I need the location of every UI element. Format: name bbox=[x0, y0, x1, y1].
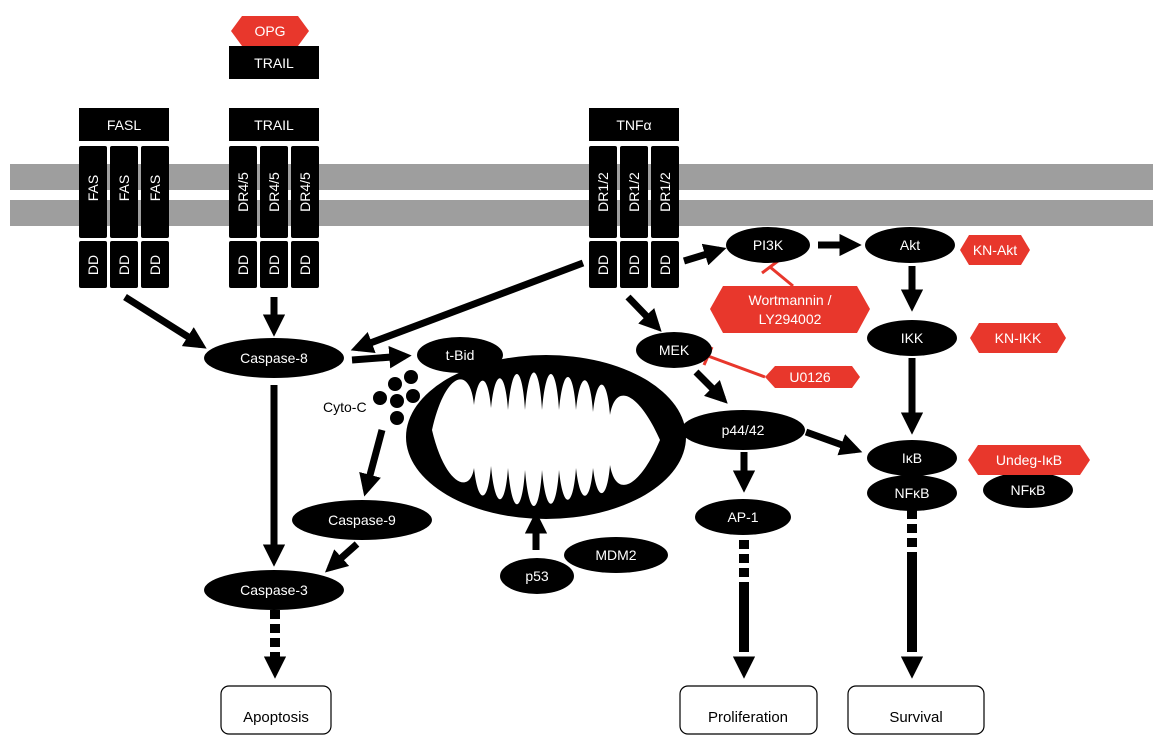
kn-akt-inhibitor: KN-Akt bbox=[960, 235, 1030, 265]
dr45-receptor-label: DR4/5 bbox=[266, 172, 282, 212]
death-domain-label: DD bbox=[657, 255, 673, 275]
cytochrome-c-dots bbox=[373, 370, 420, 425]
fasl-label: FASL bbox=[107, 117, 141, 133]
wortmannin-inhibitor: Wortmannin / LY294002 bbox=[710, 286, 870, 333]
svg-text:IκB: IκB bbox=[902, 450, 922, 466]
svg-text:Akt: Akt bbox=[900, 237, 920, 253]
svg-text:AP-1: AP-1 bbox=[727, 509, 758, 525]
death-domain-label: DD bbox=[235, 255, 251, 275]
mek-node: MEK bbox=[636, 332, 712, 368]
apoptosis-outcome: Apoptosis bbox=[220, 685, 332, 735]
svg-text:NFκB: NFκB bbox=[895, 485, 930, 501]
nfkb-free-node: NFκB bbox=[983, 472, 1073, 508]
dr45-receptor-group: DR4/5 DR4/5 DR4/5 DD DD DD bbox=[229, 146, 319, 288]
svg-text:Caspase-8: Caspase-8 bbox=[240, 350, 308, 366]
death-domain-label: DD bbox=[297, 255, 313, 275]
arrow-fas-to-casp8 bbox=[123, 294, 207, 349]
caspase9-node: Caspase-9 bbox=[292, 500, 432, 540]
arrow-dr12-to-casp8 bbox=[350, 259, 585, 353]
ikk-node: IKK bbox=[867, 320, 957, 356]
undeg-ikb-inhibitor: Undeg-IκB bbox=[968, 445, 1090, 475]
opg-label: OPG bbox=[254, 23, 285, 39]
dr12-receptor-label: DR1/2 bbox=[626, 172, 642, 212]
membrane-outer bbox=[10, 164, 1153, 190]
svg-text:Apoptosis: Apoptosis bbox=[243, 709, 309, 726]
u0126-inhibitor: U0126 bbox=[765, 366, 860, 388]
svg-text:IKK: IKK bbox=[901, 330, 924, 346]
death-domain-label: DD bbox=[116, 255, 132, 275]
svg-text:U0126: U0126 bbox=[789, 369, 830, 385]
svg-text:MEK: MEK bbox=[659, 342, 690, 358]
dr12-receptor-label: DR1/2 bbox=[595, 172, 611, 212]
dr45-receptor-label: DR4/5 bbox=[235, 172, 251, 212]
svg-text:p53: p53 bbox=[525, 568, 549, 584]
membrane-inner bbox=[10, 200, 1153, 226]
svg-text:Caspase-3: Caspase-3 bbox=[240, 582, 308, 598]
fasl-box bbox=[79, 108, 169, 141]
fas-receptor-group: FAS FAS FAS DD DD DD bbox=[79, 146, 169, 288]
svg-text:LY294002: LY294002 bbox=[759, 311, 822, 327]
svg-text:PI3K: PI3K bbox=[753, 237, 784, 253]
svg-text:Wortmannin /: Wortmannin / bbox=[749, 292, 832, 308]
trail-decoy-box bbox=[229, 46, 319, 79]
trail-box bbox=[229, 108, 319, 141]
cytoc-label: Cyto-C bbox=[323, 399, 367, 415]
caspase3-node: Caspase-3 bbox=[204, 570, 344, 610]
arrow-mek-to-p4442 bbox=[693, 369, 728, 404]
mitochondrion bbox=[406, 355, 686, 519]
mdm2-node: MDM2 bbox=[564, 537, 668, 573]
dr45-receptor-label: DR4/5 bbox=[297, 172, 313, 212]
death-domain-label: DD bbox=[147, 255, 163, 275]
death-domain-label: DD bbox=[595, 255, 611, 275]
proliferation-outcome: Proliferation bbox=[679, 685, 818, 735]
arrow-p4442-to-ikb bbox=[804, 428, 863, 456]
svg-text:Survival: Survival bbox=[889, 709, 942, 726]
nfkb-node: NFκB bbox=[867, 475, 957, 511]
fas-receptor-label: FAS bbox=[116, 175, 132, 201]
death-domain-label: DD bbox=[266, 255, 282, 275]
dr12-receptor-label: DR1/2 bbox=[657, 172, 673, 212]
survival-outcome: Survival bbox=[847, 685, 985, 735]
svg-text:p44/42: p44/42 bbox=[722, 422, 765, 438]
arrow-casp9-to-casp3 bbox=[324, 541, 360, 573]
svg-text:t-Bid: t-Bid bbox=[446, 347, 475, 363]
svg-text:KN-Akt: KN-Akt bbox=[973, 242, 1017, 258]
tnfa-box bbox=[589, 108, 679, 141]
pi3k-node: PI3K bbox=[726, 227, 810, 263]
svg-text:MDM2: MDM2 bbox=[595, 547, 636, 563]
p4442-node: p44/42 bbox=[681, 410, 805, 450]
ikb-node: IκB bbox=[867, 440, 957, 476]
death-domain-label: DD bbox=[626, 255, 642, 275]
trail-label: TRAIL bbox=[254, 117, 294, 133]
fas-receptor-label: FAS bbox=[85, 175, 101, 201]
arrow-casp8-to-tbid bbox=[351, 346, 412, 369]
dr12-receptor-group: DR1/2 DR1/2 DR1/2 DD DD DD bbox=[589, 146, 679, 288]
akt-node: Akt bbox=[865, 227, 955, 263]
caspase8-node: Caspase-8 bbox=[204, 338, 344, 378]
arrow-cytoc-to-casp9 bbox=[359, 429, 386, 497]
fas-receptor-label: FAS bbox=[147, 175, 163, 201]
arrow-dr12-to-mek bbox=[625, 294, 662, 332]
arrow-dr12-to-pi3k bbox=[682, 243, 727, 266]
tnfa-label: TNFα bbox=[616, 117, 651, 133]
arrows bbox=[123, 233, 924, 679]
tbid-node: t-Bid bbox=[417, 337, 503, 373]
svg-text:Caspase-9: Caspase-9 bbox=[328, 512, 396, 528]
p53-node: p53 bbox=[500, 558, 574, 594]
ap1-node: AP-1 bbox=[695, 499, 791, 535]
dashed-connectors bbox=[270, 510, 917, 658]
svg-text:Proliferation: Proliferation bbox=[708, 709, 788, 726]
svg-text:Undeg-IκB: Undeg-IκB bbox=[996, 452, 1062, 468]
kn-ikk-inhibitor: KN-IKK bbox=[970, 323, 1066, 353]
opg-inhibitor bbox=[231, 16, 309, 46]
svg-text:NFκB: NFκB bbox=[1011, 482, 1046, 498]
svg-text:KN-IKK: KN-IKK bbox=[995, 330, 1042, 346]
trail-decoy-label: TRAIL bbox=[254, 55, 294, 71]
death-domain-label: DD bbox=[85, 255, 101, 275]
